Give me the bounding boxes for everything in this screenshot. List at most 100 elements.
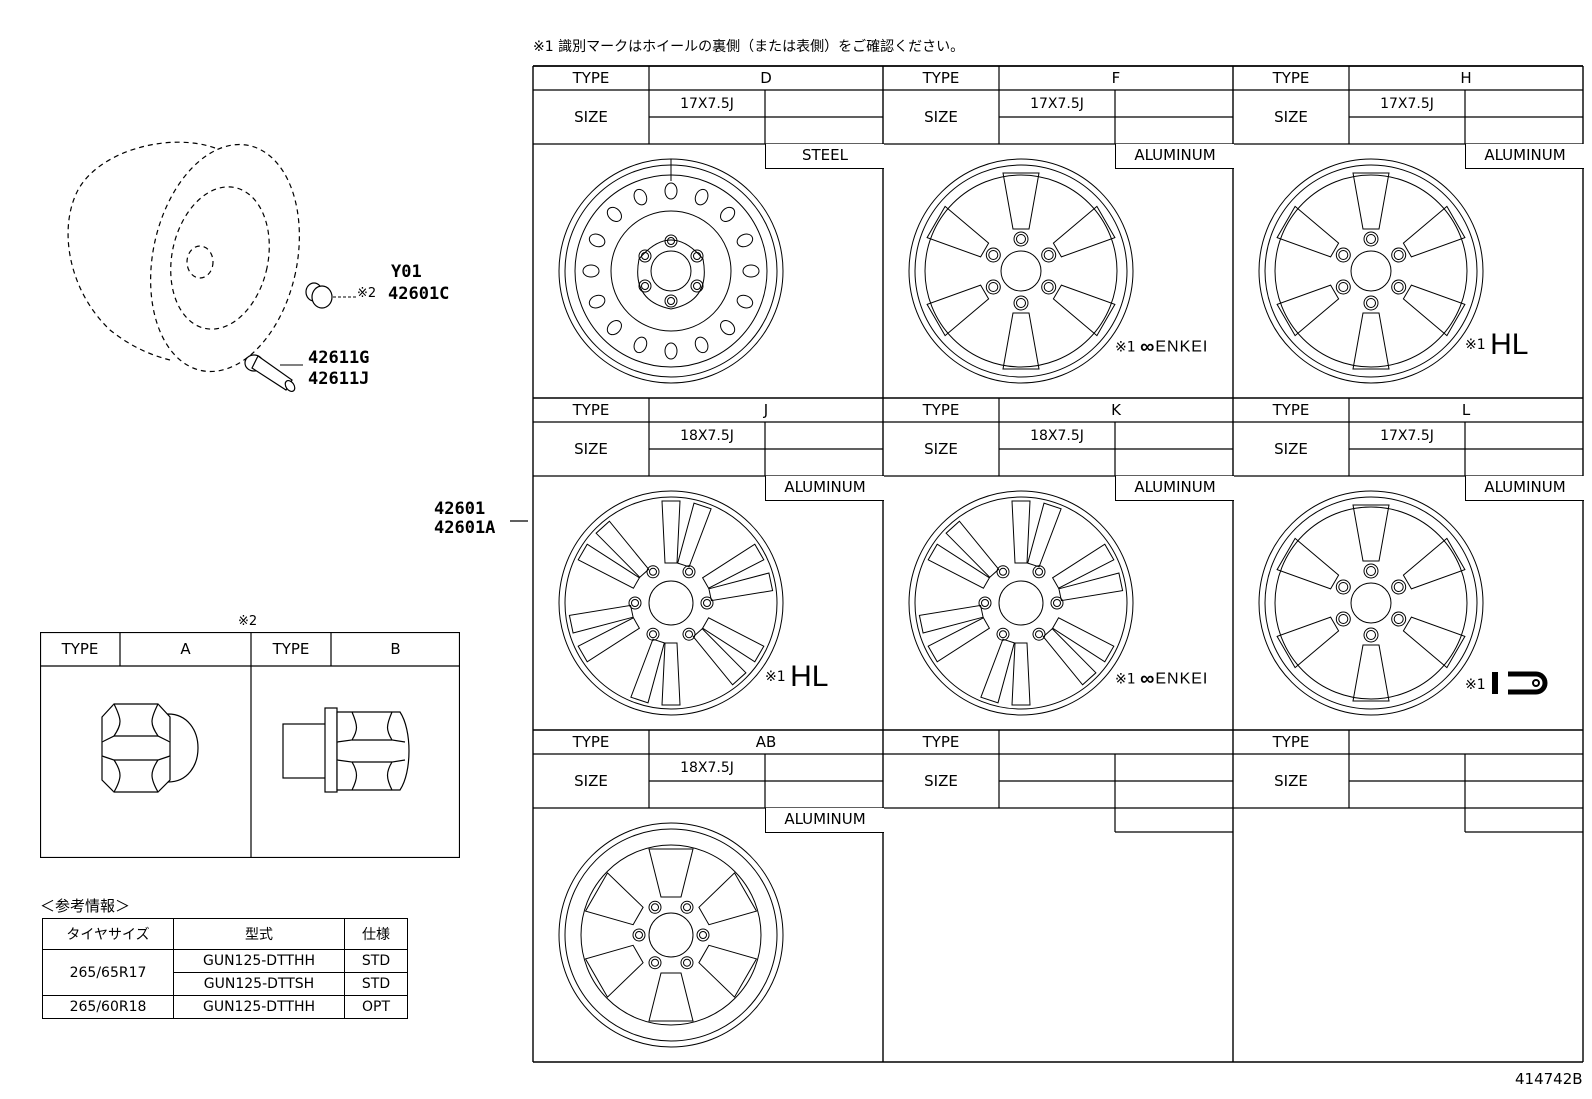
ref-header-model: 型式 (173, 918, 345, 950)
enkei-logo-icon: ∞ (1140, 668, 1156, 690)
type-label-2: TYPE (922, 69, 960, 87)
wheel-k-drawing (908, 490, 1134, 716)
id-mark-prefix: ※1 (1115, 339, 1141, 356)
nut-type-a-label: TYPE (61, 640, 99, 658)
size-label-2: SIZE (924, 108, 958, 126)
tire-inner-ring (170, 186, 270, 330)
wheel-h-drawing (1258, 158, 1484, 384)
id-mark-3: ※1 HL (1465, 328, 1528, 362)
nut-a-icon (101, 703, 199, 793)
nut-code: Y01 (391, 262, 422, 282)
hl-mark: HL (1490, 328, 1529, 361)
material-label-2: ALUMINUM (1115, 144, 1234, 169)
nut-type-a-value: A (180, 640, 191, 658)
wheel-l-drawing (1258, 490, 1484, 716)
ref-model-3: GUN125-DTTHH (173, 995, 345, 1019)
size-value-3: 17X7.5J (1380, 95, 1434, 112)
id-mark-prefix: ※1 (1465, 337, 1491, 353)
tire-outline (67, 141, 216, 361)
type-value-9 (1349, 730, 1583, 754)
size-value-4: 18X7.5J (680, 427, 734, 444)
type-value-8 (999, 730, 1233, 754)
type-value-5: K (1111, 401, 1121, 419)
type-label-5: TYPE (922, 401, 960, 419)
nut-type-table (40, 632, 460, 858)
id-mark-4: ※1 HL (765, 660, 828, 694)
ref-header-spec: 仕様 (344, 918, 408, 950)
diagram-id: 414742B (1515, 1070, 1583, 1088)
valve-part-number-1: 42611G (308, 348, 370, 368)
type-label-4: TYPE (572, 401, 610, 419)
type-value-6: L (1461, 401, 1471, 419)
reference-title: ＜参考情報＞ (40, 897, 131, 915)
material-label-6: ALUMINUM (1465, 476, 1584, 501)
size-label-5: SIZE (924, 440, 958, 458)
top-note: ※1 識別マークはホイールの裏側（または表側）をご確認ください。 (533, 39, 965, 55)
size-value-8 (999, 754, 1115, 781)
nut-part-number: 42601C (388, 284, 450, 304)
ref-tire-1: 265/65R17 (42, 949, 174, 996)
ref-header-tire: タイヤサイズ (42, 918, 174, 950)
material-label-7: ALUMINUM (765, 808, 884, 833)
material-label-5: ALUMINUM (1115, 476, 1234, 501)
ref-model-2: GUN125-DTTSH (173, 972, 345, 996)
nut-type-b-value: B (390, 640, 401, 658)
brand-logo-icon (1490, 668, 1550, 702)
material-label-3: ALUMINUM (1465, 144, 1584, 169)
nut-b-icon (282, 707, 410, 793)
ref-spec-1: STD (344, 949, 408, 973)
ref-spec-2: STD (344, 972, 408, 996)
size-label-6: SIZE (1274, 440, 1308, 458)
size-label-4: SIZE (574, 440, 608, 458)
hub-hole (186, 245, 214, 279)
size-value-5: 18X7.5J (1030, 427, 1084, 444)
ref-tire-3: 265/60R18 (42, 995, 174, 1019)
ref-spec-3: OPT (344, 995, 408, 1019)
enkei-logo-icon: ∞ (1140, 336, 1156, 358)
reference-table: タイヤサイズ 型式 仕様 265/65R17 GUN125-DTTHH STD … (42, 918, 408, 1019)
wheel-f-drawing (908, 158, 1134, 384)
main-part-number-2: 42601A (434, 518, 496, 538)
type-value-4: J (763, 401, 769, 419)
material-label-4: ALUMINUM (765, 476, 884, 501)
size-value-6: 17X7.5J (1380, 427, 1434, 444)
type-label-9: TYPE (1272, 733, 1310, 751)
type-label-3: TYPE (1272, 69, 1310, 87)
nut-table-note: ※2 (238, 614, 258, 629)
id-mark-prefix: ※1 (1465, 677, 1491, 693)
type-label-6: TYPE (1272, 401, 1310, 419)
id-mark-5: ※1 ∞ENKEI (1115, 668, 1208, 691)
size-value-7: 18X7.5J (680, 759, 734, 776)
type-value-7: AB (755, 733, 777, 751)
size-label-9: SIZE (1274, 772, 1308, 790)
enkei-mark: ENKEI (1155, 338, 1209, 356)
material-label-1: STEEL (765, 144, 884, 169)
nut-icon (305, 282, 333, 309)
size-label-3: SIZE (1274, 108, 1308, 126)
size-label-1: SIZE (574, 108, 608, 126)
id-mark-prefix: ※1 (1115, 671, 1141, 688)
id-mark-prefix: ※1 (765, 669, 791, 685)
ref-model-1: GUN125-DTTHH (173, 949, 345, 973)
size-label-8: SIZE (924, 772, 958, 790)
parts-illustration (67, 141, 528, 522)
type-label-8: TYPE (922, 733, 960, 751)
wheel-d-drawing (558, 158, 784, 384)
type-value-3: H (1460, 69, 1472, 87)
size-value-2: 17X7.5J (1030, 95, 1084, 112)
tire-face (150, 143, 300, 373)
size-value-1: 17X7.5J (680, 95, 734, 112)
type-value-1: D (760, 69, 772, 87)
valve-icon (244, 354, 296, 393)
main-part-number-1: 42601 (434, 499, 486, 519)
nut-note: ※2 (357, 286, 377, 301)
type-label-7: TYPE (572, 733, 610, 751)
wheel-ab-drawing (558, 822, 784, 1048)
type-label-1: TYPE (572, 69, 610, 87)
type-value-2: F (1111, 69, 1121, 87)
enkei-mark: ENKEI (1155, 670, 1209, 688)
id-mark-6: ※1 (1465, 668, 1550, 702)
hl-mark: HL (790, 660, 829, 693)
